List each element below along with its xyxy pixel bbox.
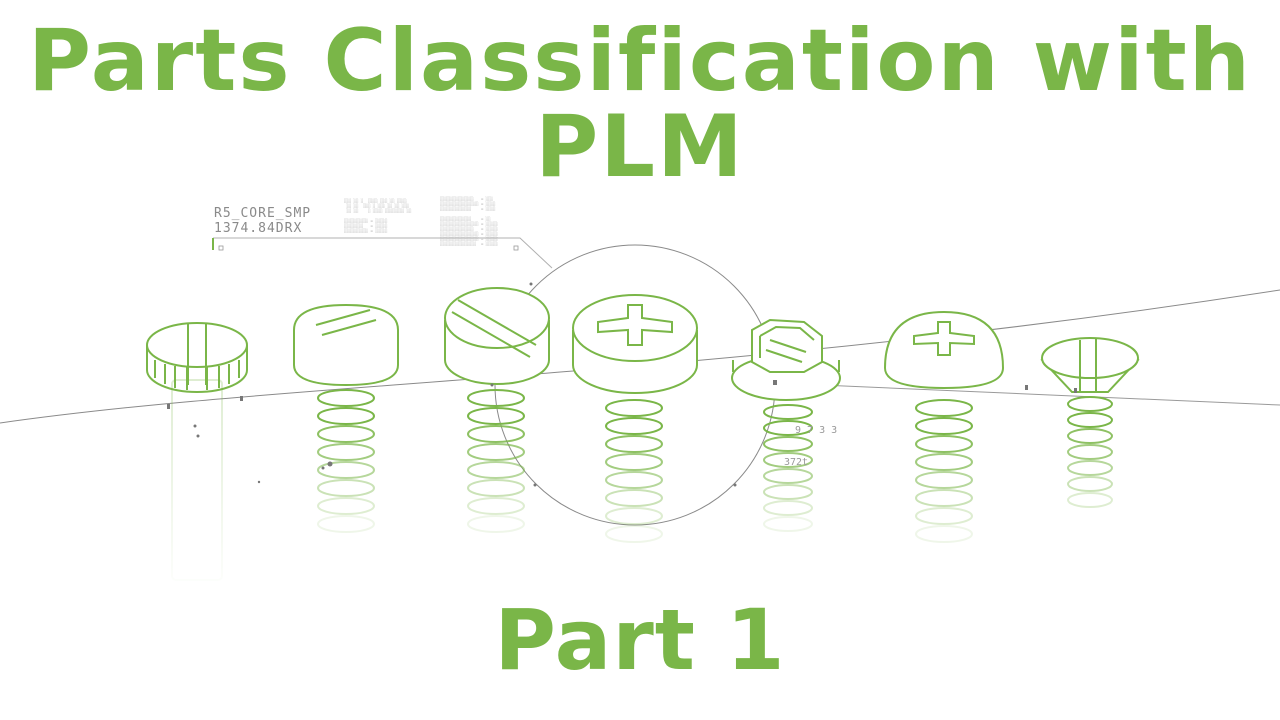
callout-bracket [213,237,553,269]
annotation-label: R5_CORE_SMP 1374.84DRX [214,206,311,236]
page-subtitle: Part 1 [494,591,786,689]
screw-slotted-pan [293,303,399,533]
fine-print-block-2: ░░░░░░░░░░░░░░ = ░░░ ░░░░░░░░░░░░░░░░ = … [440,196,498,246]
annotation-line-1: R5_CORE_SMP [214,206,312,221]
screw-slotted-countersunk [1040,337,1140,508]
readout-a: 9 7 3 3 [795,425,838,436]
page-title: Parts Classification with PLM [28,11,1252,197]
screw-phillips-pan [572,294,698,543]
readout-b: 372t [784,457,809,468]
annotation-line-2: 1374.84DRX [214,221,303,236]
fine-print-block-1: ░░░ ░░ ░ ░░░░ ░░░ ░░ ░░░░ ░░ ░░ ░░░ ░ ░░… [344,198,412,233]
screw-slotted-cheese [444,287,550,533]
screw-hex-washer [731,318,841,532]
guide-line [774,382,1280,406]
screw-knurled-slotted [146,322,248,581]
screw-phillips-dome [883,310,1005,543]
